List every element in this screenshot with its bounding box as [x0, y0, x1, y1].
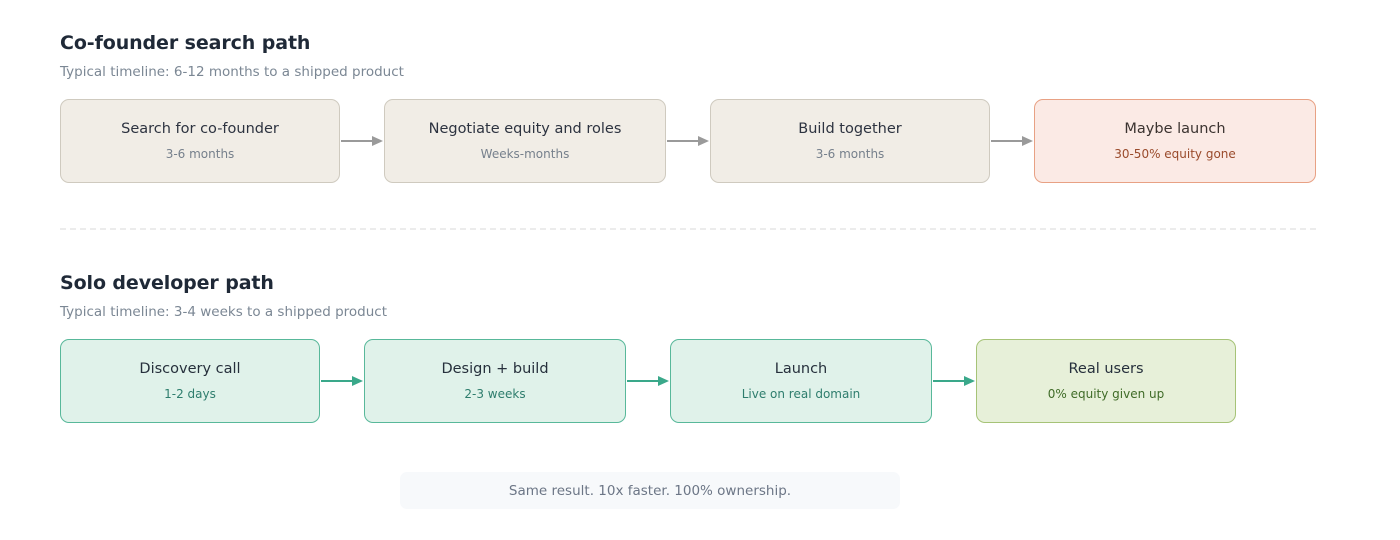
flow-node-subtitle: 30-50% equity gone	[1114, 147, 1236, 161]
flow-node-title: Discovery call	[139, 361, 241, 377]
flow-node-subtitle: 2-3 weeks	[464, 387, 526, 401]
flow-node-title: Search for co-founder	[121, 121, 279, 137]
flow-node-search-for-co-founder[interactable]: Search for co-founder 3-6 months	[60, 99, 340, 183]
flow-arrow-icon	[932, 339, 976, 423]
flow-node-subtitle: 3-6 months	[165, 147, 235, 161]
flow-node-maybe-launch[interactable]: Maybe launch 30-50% equity gone	[1034, 99, 1316, 183]
flow-node-subtitle: Weeks-months	[480, 147, 570, 161]
flow-node-launch[interactable]: Launch Live on real domain	[670, 339, 932, 423]
flow-arrow-icon	[666, 99, 710, 183]
flow-node-subtitle: 3-6 months	[815, 147, 885, 161]
flow-row-cofounder: Search for co-founder 3-6 months Negotia…	[60, 99, 1316, 183]
flow-arrow-icon	[320, 339, 364, 423]
flow-node-subtitle: Live on real domain	[741, 387, 861, 401]
section-solo-header: Solo developer path Typical timeline: 3-…	[60, 272, 387, 321]
flow-node-discovery-call[interactable]: Discovery call 1-2 days	[60, 339, 320, 423]
flow-node-subtitle: 0% equity given up	[1047, 387, 1165, 401]
summary-banner-text: Same result. 10x faster. 100% ownership.	[508, 482, 792, 499]
flow-node-real-users[interactable]: Real users 0% equity given up	[976, 339, 1236, 423]
flow-node-title: Negotiate equity and roles	[428, 121, 622, 137]
section-title-solo: Solo developer path	[60, 272, 274, 294]
flow-node-title: Launch	[774, 361, 828, 377]
flow-row-solo: Discovery call 1-2 days Design + build 2…	[60, 339, 1236, 423]
flow-node-negotiate-equity-and-roles[interactable]: Negotiate equity and roles Weeks-months	[384, 99, 666, 183]
summary-banner: Same result. 10x faster. 100% ownership.	[400, 472, 900, 509]
flow-arrow-icon	[340, 99, 384, 183]
flow-arrow-icon	[990, 99, 1034, 183]
flow-node-title: Build together	[798, 121, 902, 137]
flow-node-title: Design + build	[441, 361, 549, 377]
flow-node-title: Real users	[1068, 361, 1144, 377]
section-divider	[60, 228, 1316, 230]
section-cofounder-header: Co-founder search path Typical timeline:…	[60, 32, 404, 81]
section-title-cofounder: Co-founder search path	[60, 32, 311, 54]
flow-node-build-together[interactable]: Build together 3-6 months	[710, 99, 990, 183]
flow-node-design-build[interactable]: Design + build 2-3 weeks	[364, 339, 626, 423]
flow-arrow-icon	[626, 339, 670, 423]
section-subtitle-cofounder: Typical timeline: 6-12 months to a shipp…	[60, 64, 404, 80]
flow-node-title: Maybe launch	[1124, 121, 1226, 137]
flow-node-subtitle: 1-2 days	[164, 387, 216, 401]
section-subtitle-solo: Typical timeline: 3-4 weeks to a shipped…	[60, 304, 388, 320]
